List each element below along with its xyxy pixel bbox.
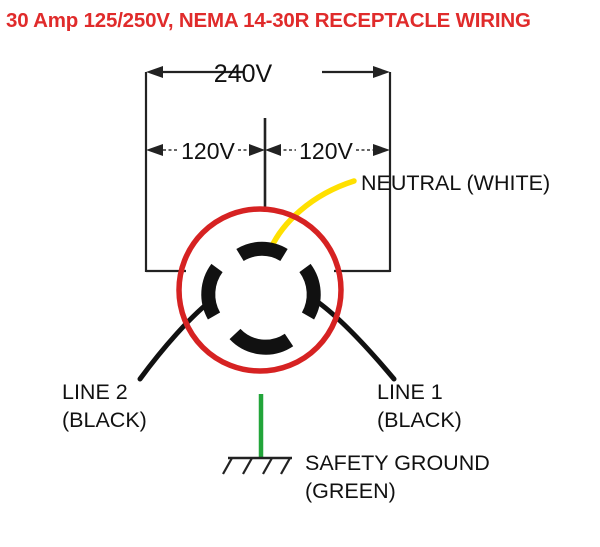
dimension-240v: 240V bbox=[146, 60, 390, 88]
line-1-label-line1: LINE 1 bbox=[377, 380, 443, 404]
ground-symbol-hatch-4 bbox=[280, 457, 291, 475]
line-2-label-line1: LINE 2 bbox=[62, 380, 128, 404]
neutral-slot[interactable] bbox=[236, 241, 288, 262]
receptacle-outer-ring[interactable] bbox=[176, 206, 344, 374]
neutral-wire bbox=[268, 178, 357, 251]
dimension-120v-right: 120V bbox=[265, 138, 390, 164]
ground-symbol-hatch-2 bbox=[242, 457, 253, 475]
line-2-slot[interactable] bbox=[201, 263, 223, 320]
line-1-slot[interactable] bbox=[299, 263, 321, 320]
dim-120v-left-label: 120V bbox=[181, 138, 235, 164]
dimension-120v-left: 120V bbox=[146, 138, 265, 164]
dim-120v-right-arrow-outer-icon bbox=[373, 144, 390, 156]
ground-symbol-hatch-3 bbox=[262, 457, 273, 475]
dim-240v-label: 240V bbox=[214, 60, 273, 88]
line-1-label-line2: (BLACK) bbox=[377, 408, 462, 432]
dim-120v-right-arrow-inner-icon bbox=[265, 144, 281, 156]
dim-120v-left-arrow-outer-icon bbox=[146, 144, 163, 156]
dim-120v-left-arrow-inner-icon bbox=[249, 144, 265, 156]
safety-ground-label-line1: SAFETY GROUND bbox=[305, 451, 490, 475]
ground-slot[interactable] bbox=[229, 328, 294, 355]
line-2-wire bbox=[137, 300, 211, 382]
safety-ground-label-line2: (GREEN) bbox=[305, 479, 396, 503]
earth-ground-symbol-icon bbox=[222, 456, 292, 475]
receptacle-body[interactable] bbox=[176, 206, 344, 374]
dim-240v-arrow-right-icon bbox=[373, 66, 390, 78]
neutral-label: NEUTRAL (WHITE) bbox=[361, 171, 550, 195]
dim-120v-right-label: 120V bbox=[299, 138, 353, 164]
dim-240v-arrow-left-icon bbox=[146, 66, 163, 78]
page-title: 30 Amp 125/250V, NEMA 14-30R RECEPTACLE … bbox=[6, 9, 531, 32]
line-2-label-line2: (BLACK) bbox=[62, 408, 147, 432]
dimension-group: 240V 120V 120V bbox=[144, 60, 392, 273]
line-1-wire bbox=[312, 297, 397, 382]
ground-symbol-hatch-1 bbox=[222, 457, 233, 475]
